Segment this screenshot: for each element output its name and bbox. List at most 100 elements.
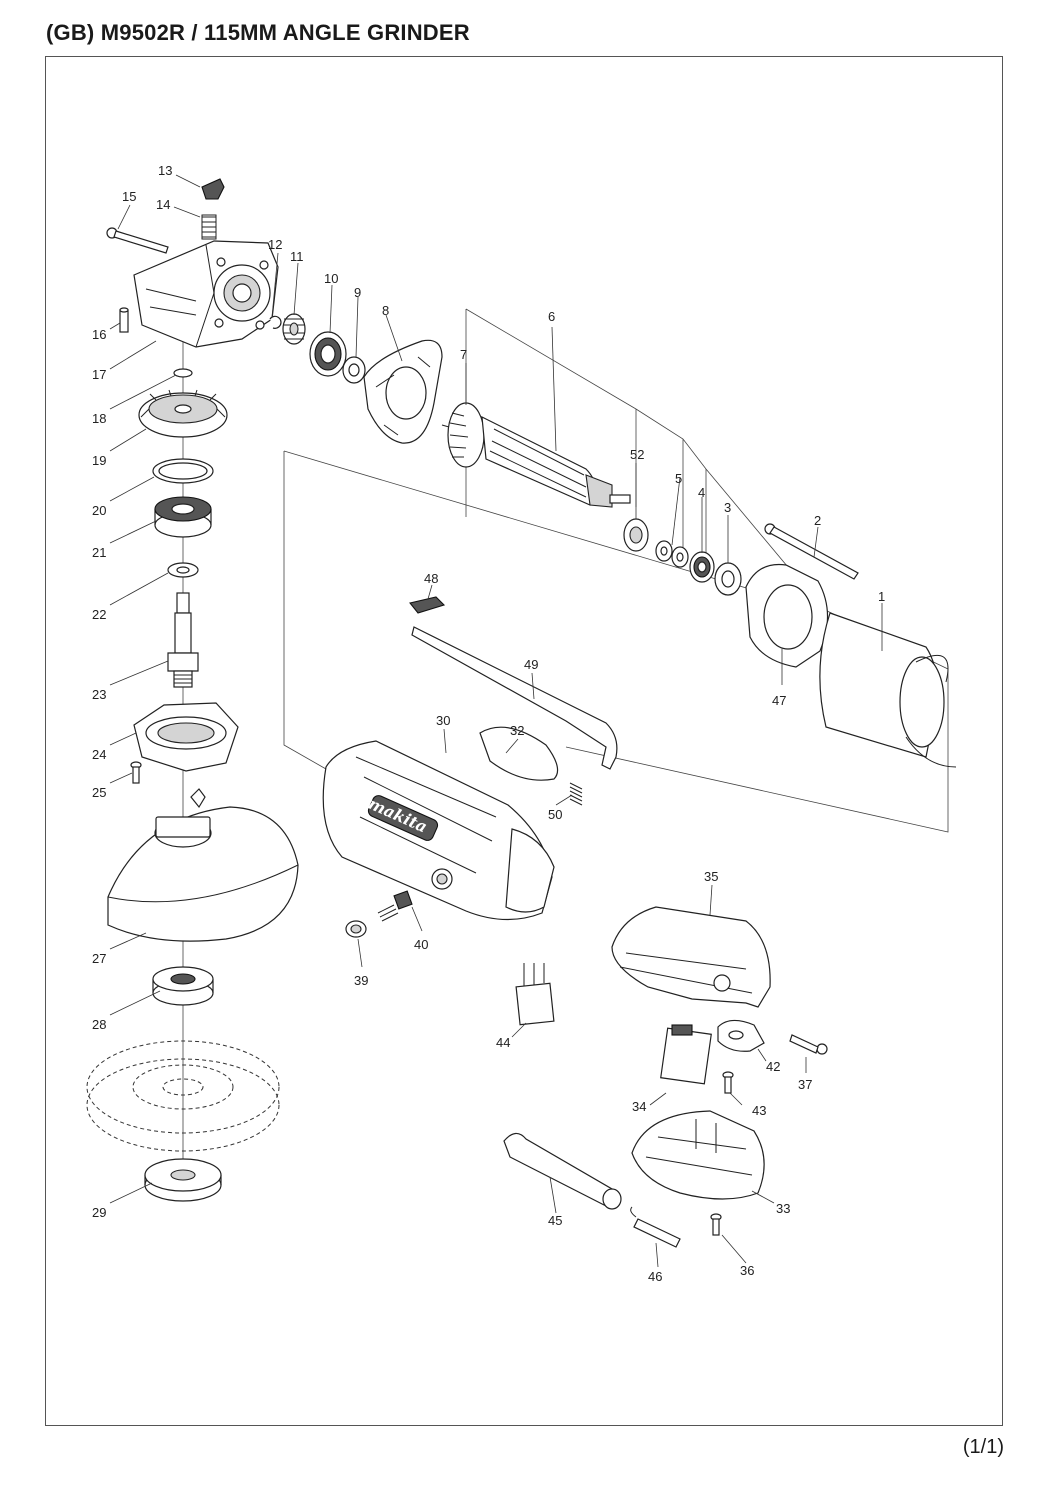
label-15: 15: [122, 189, 136, 204]
label-21: 21: [92, 545, 106, 560]
label-2: 2: [814, 513, 821, 528]
label-43: 43: [752, 1103, 766, 1118]
bevel-gear-11: [282, 313, 306, 345]
label-29: 29: [92, 1205, 106, 1220]
armature-6: [441, 402, 631, 508]
label-34: 34: [632, 1099, 646, 1114]
label-46: 46: [648, 1269, 662, 1284]
label-4: 4: [698, 485, 705, 500]
label-23: 23: [92, 687, 106, 702]
screw-36: [710, 1213, 722, 1236]
stator-1: [819, 612, 957, 768]
label-25: 25: [92, 785, 106, 800]
assembly-guide-lines: [182, 308, 949, 1177]
switch-34: [660, 1024, 712, 1085]
label-45: 45: [548, 1213, 562, 1228]
lock-nut-29: [144, 1158, 222, 1202]
label-12: 12: [268, 237, 282, 252]
bearing-52: [623, 518, 649, 552]
spindle-23: [167, 592, 199, 688]
label-33: 33: [776, 1201, 790, 1216]
carbon-brush-40: [377, 890, 413, 922]
flat-washer-22: [167, 562, 199, 578]
screw-37: [789, 1034, 828, 1055]
insulation-washer-3: [714, 562, 742, 596]
label-19: 19: [92, 453, 106, 468]
gear-housing-17: [133, 240, 279, 348]
ball-bearing-4: [689, 551, 715, 583]
label-13: 13: [158, 163, 172, 178]
label-36: 36: [740, 1263, 754, 1278]
handle-cover-33: [631, 1110, 765, 1200]
label-42: 42: [766, 1059, 780, 1074]
field-47: [745, 563, 829, 668]
label-32: 32: [510, 723, 524, 738]
pin-16: [119, 307, 129, 333]
screw-43: [722, 1071, 734, 1094]
label-48: 48: [424, 571, 438, 586]
label-47: 47: [772, 693, 786, 708]
label-16: 16: [92, 327, 106, 342]
retaining-ring-18: [173, 368, 193, 378]
baffle-plate-8: [363, 339, 443, 444]
bearing-box-24: [133, 702, 239, 772]
label-10: 10: [324, 271, 338, 286]
rear-cover-35: [611, 906, 771, 1008]
cord-46: [630, 1206, 681, 1248]
brush-holder-cap-39: [345, 920, 367, 938]
leader-lines: [109, 174, 883, 1268]
retaining-ring-12: [269, 315, 282, 329]
spring-14: [201, 214, 217, 240]
label-11: 11: [290, 249, 304, 264]
label-52: 52: [630, 447, 644, 462]
label-1: 1: [878, 589, 885, 604]
label-49: 49: [524, 657, 538, 672]
label-8: 8: [382, 303, 389, 318]
exploded-diagram: makita: [86, 163, 957, 1284]
label-7: 7: [460, 347, 467, 362]
label-20: 20: [92, 503, 106, 518]
label-18: 18: [92, 411, 106, 426]
grinding-wheel-dashed: [86, 1040, 280, 1152]
wheel-guard-27: [107, 788, 299, 942]
label-40: 40: [414, 937, 428, 952]
ball-bearing-21: [154, 496, 212, 538]
label-35: 35: [704, 869, 718, 884]
screw-15: [106, 227, 169, 254]
label-37: 37: [798, 1077, 812, 1092]
retaining-ring-20: [152, 458, 214, 484]
lock-button-13: [201, 178, 225, 200]
spiral-bevel-gear-19: [138, 389, 228, 438]
label-22: 22: [92, 607, 106, 622]
page-title: (GB) M9502R / 115MM ANGLE GRINDER: [46, 20, 470, 45]
label-44: 44: [496, 1035, 510, 1050]
compression-spring-50: [569, 782, 583, 806]
rubber-pad-32: [479, 726, 559, 781]
exploded-diagram-frame: makita: [45, 56, 1003, 1426]
screw-25: [130, 761, 142, 784]
label-14: 14: [156, 197, 170, 212]
label-39: 39: [354, 973, 368, 988]
ball-bearing-10: [309, 331, 347, 377]
inner-flange-28: [152, 966, 214, 1006]
label-6: 6: [548, 309, 555, 324]
label-28: 28: [92, 1017, 106, 1032]
screw-2: [764, 523, 859, 580]
label-27: 27: [92, 951, 106, 966]
page-number: (1/1): [962, 1436, 1004, 1458]
label-9: 9: [354, 285, 361, 300]
label-24: 24: [92, 747, 106, 762]
flat-washer-9: [342, 356, 366, 384]
label-3: 3: [724, 500, 731, 515]
capacitor-44: [515, 963, 555, 1026]
switch-lever-bar-49: [411, 626, 618, 770]
switch-lever-48: [409, 596, 446, 614]
part-labels: 13 14 15 16 17 12 11 10 9 8 7 6 52 5 4 3…: [92, 163, 885, 1284]
label-30: 30: [436, 713, 450, 728]
washer-5: [655, 540, 689, 568]
strain-relief-42: [717, 1019, 765, 1052]
motor-housing-30: makita: [322, 740, 555, 921]
label-17: 17: [92, 367, 106, 382]
strain-relief-45: [503, 1132, 622, 1210]
label-50: 50: [548, 807, 562, 822]
